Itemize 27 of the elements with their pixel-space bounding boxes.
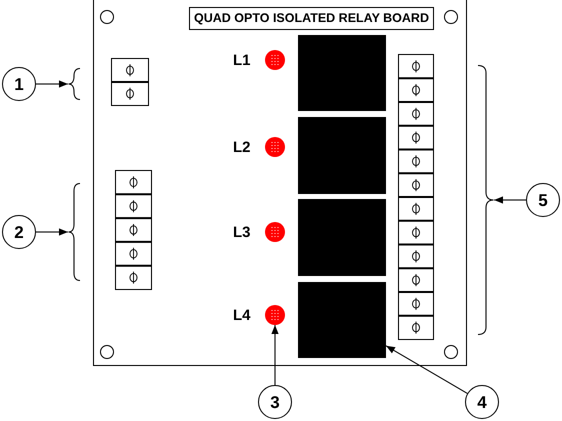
circuit-board (93, 0, 467, 366)
arrow (386, 345, 468, 394)
relay (298, 35, 386, 111)
relay (298, 199, 386, 276)
curly-brace (68, 183, 80, 281)
led-indicator (265, 137, 285, 157)
callout-number: 1 (2, 67, 36, 101)
callout-number: 5 (526, 183, 560, 217)
led-label: L3 (233, 223, 252, 241)
callout-number: 2 (2, 215, 36, 249)
arrow (36, 228, 68, 236)
led-label: L2 (233, 138, 252, 156)
callout-number: 3 (258, 385, 292, 419)
led-indicator (265, 50, 285, 70)
board-title: QUAD OPTO ISOLATED RELAY BOARD (189, 7, 434, 30)
led-indicator (265, 305, 285, 325)
arrow (36, 80, 68, 88)
led-indicator (265, 222, 285, 242)
arrow (494, 196, 526, 204)
curly-brace (68, 68, 80, 100)
arrow (271, 324, 279, 386)
led-label: L1 (233, 51, 252, 69)
callout-number: 4 (465, 385, 499, 419)
relay (298, 282, 386, 358)
relay (298, 117, 386, 194)
led-label: L4 (233, 306, 252, 324)
curly-brace (478, 65, 494, 335)
